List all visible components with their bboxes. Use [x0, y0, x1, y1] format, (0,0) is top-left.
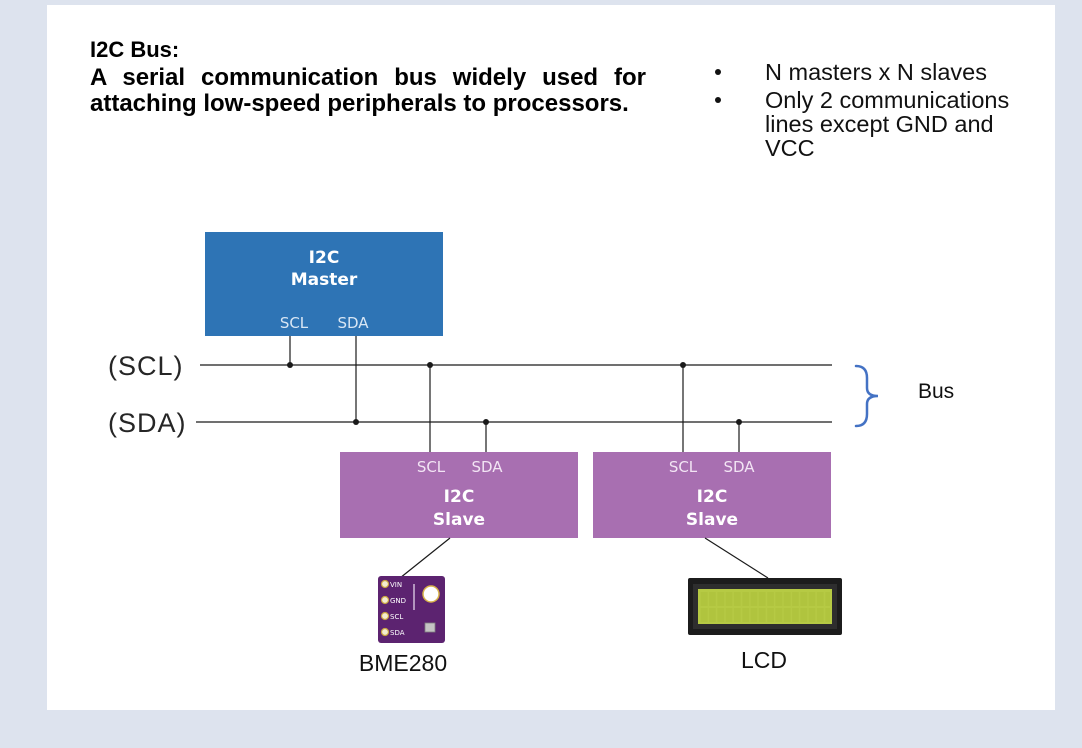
junction-dot — [736, 419, 742, 425]
junction-dot — [353, 419, 359, 425]
board-pin-hole — [380, 627, 390, 637]
junction-dot — [427, 362, 433, 368]
slave2-device-wire — [704, 537, 769, 579]
feature-bullet-list: N masters x N slaves Only 2 communicatio… — [715, 59, 1025, 164]
master-subtitle: Master — [291, 270, 358, 290]
lcd-module — [688, 578, 842, 635]
sensor-chip — [424, 622, 436, 633]
slave1-device-wire — [399, 537, 451, 579]
board-silkscreen-mark — [413, 584, 415, 610]
bullet-icon — [715, 69, 721, 75]
board-pin-hole — [380, 611, 390, 621]
bullet-text: N masters x N slaves — [765, 59, 987, 85]
description-line-1: A serial communication bus widely used f… — [90, 64, 646, 91]
slave-scl-pin-label: SCL — [417, 458, 446, 476]
junction-dot — [680, 362, 686, 368]
bullet-item: Only 2 communications lines except GND a… — [715, 87, 1025, 161]
board-pin-hole — [380, 595, 390, 605]
slide-panel — [47, 5, 1055, 710]
slave-box — [340, 452, 578, 538]
junction-dot — [287, 362, 293, 368]
junction-dot — [483, 419, 489, 425]
bullet-item: N masters x N slaves — [715, 59, 1025, 85]
lcd-character-grid — [700, 591, 830, 623]
bus-brace-icon — [854, 364, 879, 428]
bus-label: Bus — [918, 380, 954, 403]
board-pin-label: SDA — [390, 629, 405, 637]
bullet-icon — [715, 97, 721, 103]
bme280-sensor-board: VIN GND SCL SDA — [378, 576, 445, 643]
sda-bus-label: (SDA) — [108, 408, 187, 438]
sensor-device-label: BME280 — [359, 650, 447, 676]
board-pin-label: VIN — [390, 581, 402, 589]
master-scl-pin-label: SCL — [280, 314, 309, 332]
master-sda-pin-label: SDA — [337, 314, 369, 332]
board-mount-hole — [422, 585, 440, 603]
slave-block-2: SCL SDA I2C Slave — [593, 452, 831, 538]
master-title: I2C — [309, 248, 340, 268]
lcd-device-label: LCD — [741, 647, 787, 673]
slave-box — [593, 452, 831, 538]
bullet-text: Only 2 communications lines except GND a… — [765, 87, 1010, 161]
slave-block-1: SCL SDA I2C Slave — [340, 452, 578, 538]
slave-sda-pin-label: SDA — [723, 458, 755, 476]
master-block: I2C Master SCL SDA — [205, 232, 443, 336]
slave-subtitle: Slave — [433, 510, 485, 530]
slave-sda-pin-label: SDA — [471, 458, 503, 476]
slave-title: I2C — [444, 487, 475, 507]
slave-title: I2C — [697, 487, 728, 507]
board-pin-label: SCL — [390, 613, 403, 621]
board-pin-label: GND — [390, 597, 406, 605]
slide-title: I2C Bus: — [90, 37, 180, 62]
board-pin-hole — [380, 579, 390, 589]
master-box — [205, 232, 443, 336]
slave-scl-pin-label: SCL — [669, 458, 698, 476]
description-line-2: attaching low-speed peripherals to proce… — [90, 90, 629, 117]
slave-subtitle: Slave — [686, 510, 738, 530]
scl-bus-label: (SCL) — [108, 351, 184, 381]
